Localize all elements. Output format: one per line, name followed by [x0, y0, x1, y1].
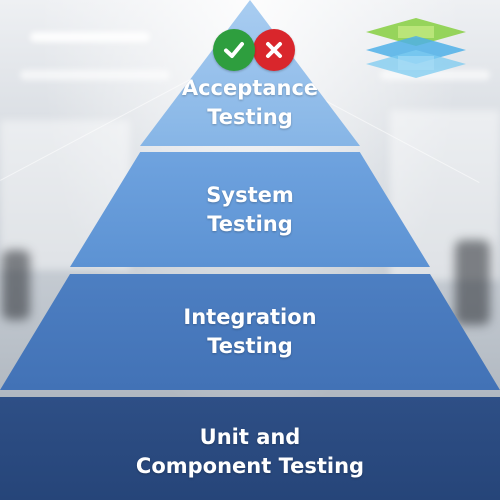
cross-icon — [253, 29, 295, 71]
ceiling-light — [30, 32, 150, 42]
checkmark-icon-glyph — [224, 42, 244, 58]
pyramid-level-integration: Integration Testing — [0, 274, 500, 390]
level-label-line1: Acceptance — [181, 76, 319, 100]
cross-icon-glyph — [266, 42, 282, 58]
layered-diamond-logo — [366, 18, 466, 78]
level-label-line2: Component Testing — [135, 453, 365, 478]
level-label-line2: Testing — [207, 211, 293, 236]
chair-silhouette — [455, 240, 490, 325]
ceiling-light — [380, 70, 490, 80]
pyramid-level-system: System Testing — [70, 152, 430, 267]
level-label-line1: Integration — [183, 305, 317, 329]
checkmark-icon — [213, 29, 255, 71]
level-label-line1: System — [206, 182, 294, 207]
level-label-line2: Testing — [207, 105, 293, 129]
pyramid-level-unit: Unit and Component Testing — [0, 397, 500, 500]
ceiling-light — [20, 70, 170, 80]
level-label-line1: Unit and — [199, 424, 301, 449]
chair-silhouette — [2, 250, 30, 320]
level-label-line2: Testing — [207, 334, 293, 358]
